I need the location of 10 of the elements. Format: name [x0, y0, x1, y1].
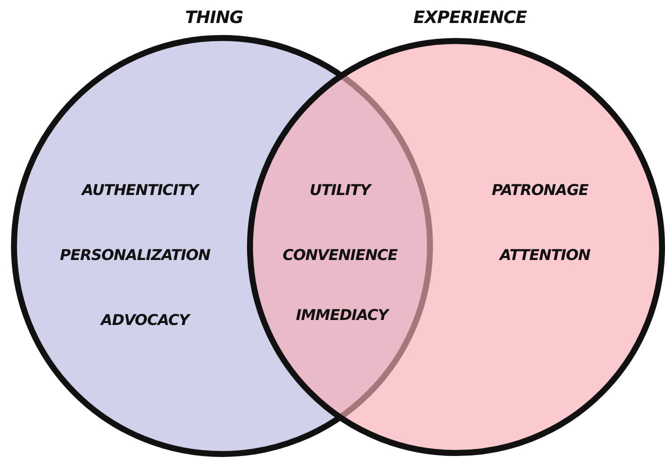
overlap-term: IMMEDIACY [296, 306, 388, 324]
venn-term: PATRONAGE [492, 181, 588, 199]
circle-heading: THING [185, 8, 243, 28]
venn-term: PERSONALIZATION [60, 246, 210, 264]
venn-term: ATTENTION [500, 246, 590, 264]
overlap-term: CONVENIENCE [282, 246, 398, 264]
circle-heading: EXPERIENCE [413, 8, 527, 28]
venn-term: AUTHENTICITY [82, 181, 198, 199]
venn-term: ADVOCACY [100, 311, 190, 329]
overlap-term: UTILITY [310, 181, 370, 199]
